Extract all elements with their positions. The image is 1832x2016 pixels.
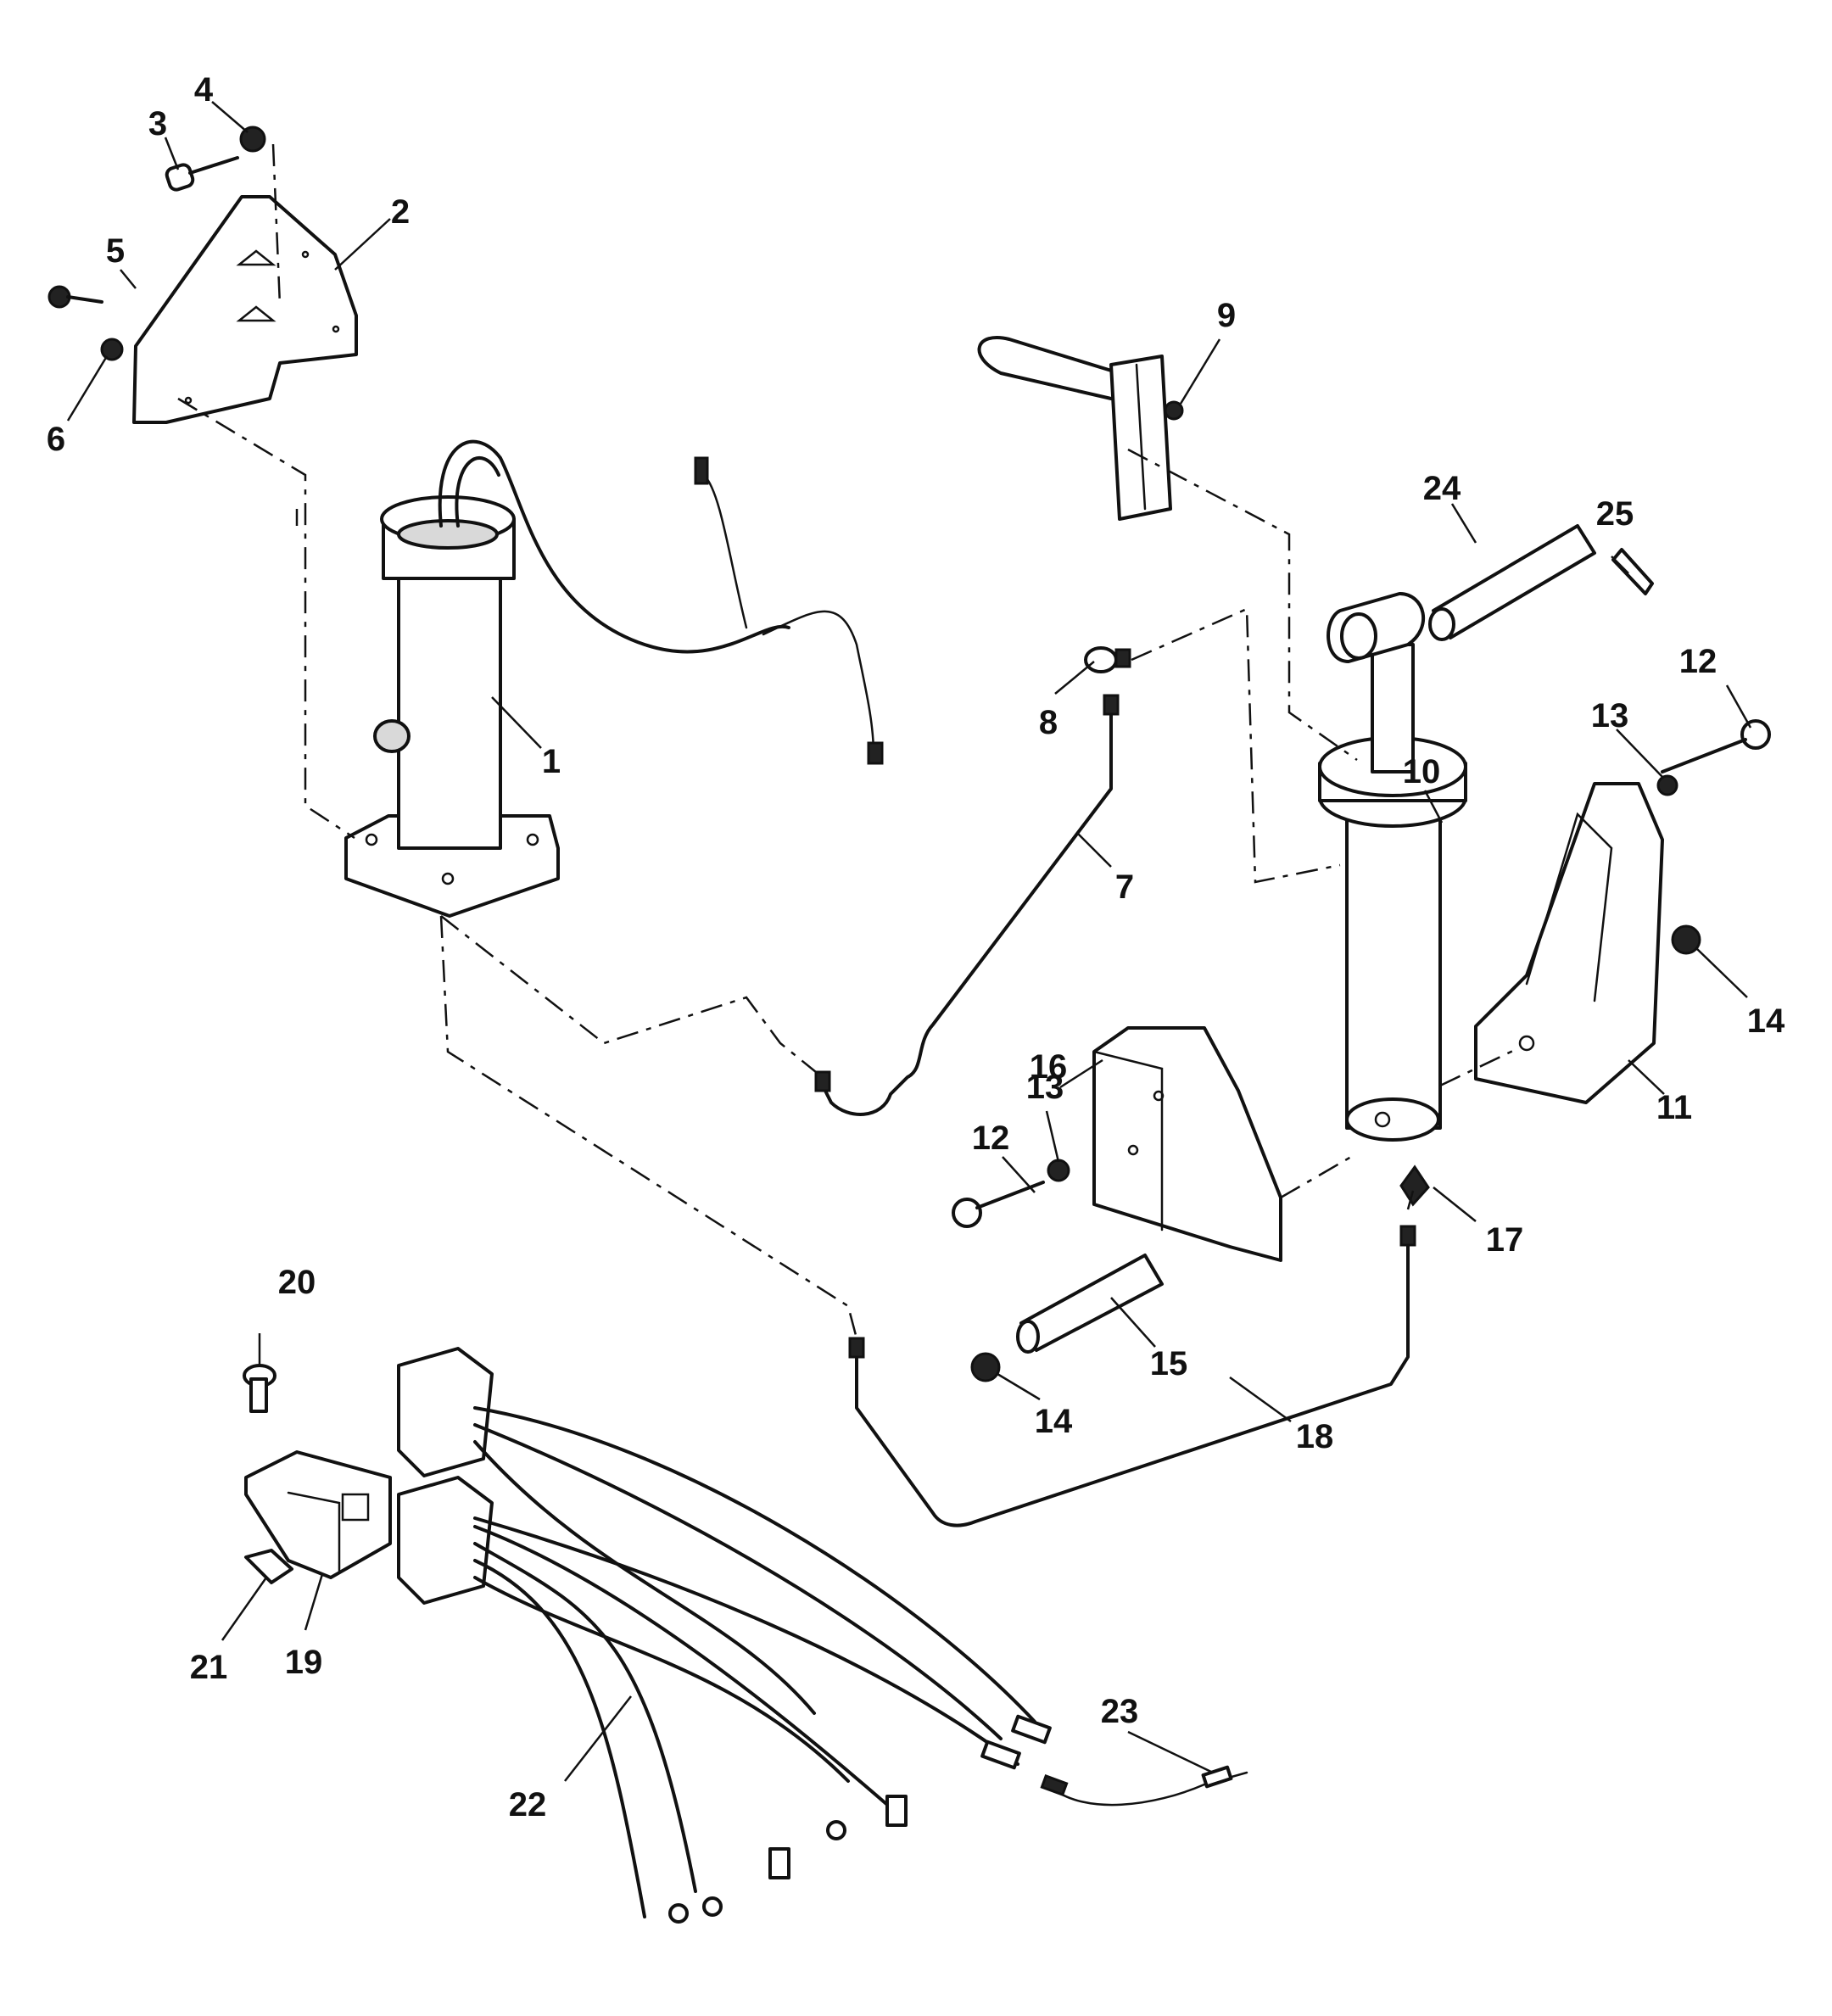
callout-12-right: 12 xyxy=(1678,643,1718,680)
callout-4: 4 xyxy=(193,71,214,109)
clip-part-9 xyxy=(977,336,1184,521)
callout-21: 21 xyxy=(189,1649,228,1686)
callout-16: 16 xyxy=(1029,1048,1068,1086)
callout-13-left: 13 xyxy=(1025,1069,1064,1106)
callout-7: 7 xyxy=(1114,868,1135,906)
nut-part-4 xyxy=(239,126,266,153)
callout-14-right: 14 xyxy=(1746,1002,1785,1040)
nut-part-14-left xyxy=(970,1352,1001,1382)
wire-part-23 xyxy=(1040,1765,1248,1807)
callout-20: 20 xyxy=(277,1264,316,1301)
leader-lines xyxy=(66,101,1752,1782)
fitting-part-8 xyxy=(1084,646,1131,673)
callout-2: 2 xyxy=(390,193,411,231)
pin-part-24 xyxy=(1428,524,1596,641)
hydraulic-line-part-7 xyxy=(821,711,1113,1116)
callout-22: 22 xyxy=(508,1786,547,1823)
screw-part-20 xyxy=(243,1364,276,1413)
callout-10: 10 xyxy=(1402,753,1441,790)
bolt-part-12-right xyxy=(1661,719,1771,773)
cotter-part-25 xyxy=(1611,548,1654,595)
screw-part-5 xyxy=(47,285,103,309)
callout-12-left: 12 xyxy=(971,1120,1010,1157)
callout-18: 18 xyxy=(1295,1418,1334,1455)
washer-part-13-left xyxy=(1047,1159,1070,1182)
callout-3: 3 xyxy=(148,105,168,142)
clip-part-21 xyxy=(244,1549,293,1584)
support-bracket-part-11 xyxy=(1474,782,1664,1104)
mounting-plate-part-2 xyxy=(132,195,358,424)
callout-5: 5 xyxy=(105,232,126,270)
support-bracket-part-16 xyxy=(1092,1026,1282,1262)
callout-25: 25 xyxy=(1595,495,1634,533)
callout-9: 9 xyxy=(1216,297,1237,334)
callout-23: 23 xyxy=(1100,1693,1139,1730)
hydraulic-line-part-18 xyxy=(855,1238,1410,1527)
bolt-part-12-left xyxy=(952,1181,1045,1228)
pin-part-15 xyxy=(1016,1254,1164,1354)
washer-part-6 xyxy=(100,338,124,361)
nut-part-14-right xyxy=(1671,924,1701,955)
relay-part-19 xyxy=(244,1450,392,1579)
callout-11: 11 xyxy=(1656,1089,1693,1126)
washer-part-13-right xyxy=(1656,774,1678,796)
callout-17: 17 xyxy=(1485,1221,1524,1259)
callout-14-left: 14 xyxy=(1034,1403,1073,1440)
callout-8: 8 xyxy=(1038,704,1058,741)
wire-harness-part-22 xyxy=(397,1347,1052,1924)
callout-1: 1 xyxy=(541,743,561,780)
callout-15: 15 xyxy=(1149,1345,1188,1382)
nut-part-17 xyxy=(1399,1164,1430,1207)
callout-6: 6 xyxy=(46,421,66,458)
callout-13-right: 13 xyxy=(1590,697,1629,734)
pump-motor-part-1 xyxy=(344,439,884,918)
callout-19: 19 xyxy=(284,1644,323,1681)
trim-cylinder-part-10 xyxy=(1318,592,1467,1142)
callout-24: 24 xyxy=(1422,470,1461,507)
